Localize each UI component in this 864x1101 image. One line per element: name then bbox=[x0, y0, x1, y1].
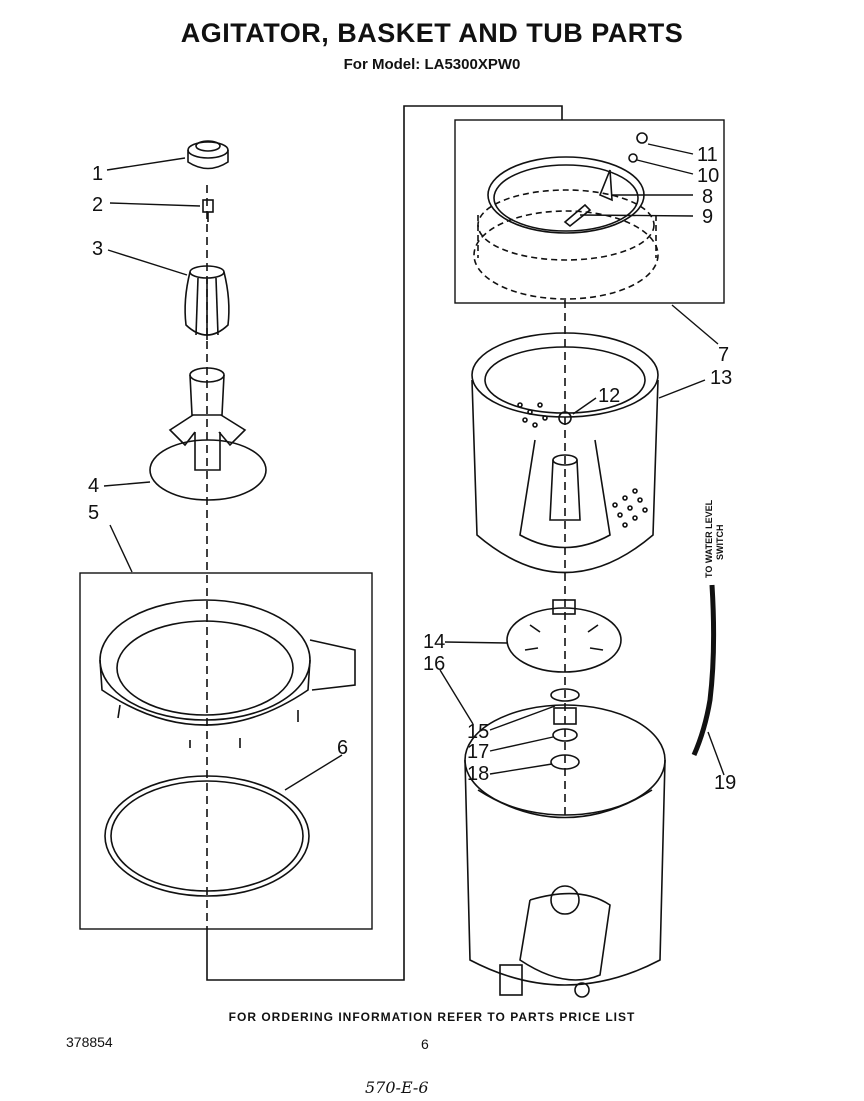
wash-basket-part bbox=[471, 332, 659, 574]
model-subtitle: For Model: LA5300XPW0 bbox=[343, 56, 521, 73]
side-label-line1: TO WATER LEVEL bbox=[704, 499, 714, 578]
callout-3: 3 bbox=[92, 238, 103, 260]
agitator-base-part bbox=[149, 367, 267, 501]
callout-17: 17 bbox=[467, 741, 489, 763]
handwritten-note: 570-E-6 bbox=[365, 1078, 429, 1097]
callout-9: 9 bbox=[702, 206, 713, 228]
callout-10: 10 bbox=[697, 165, 719, 187]
callout-7: 7 bbox=[718, 344, 729, 366]
tub-ring-part bbox=[99, 599, 356, 748]
hub-components bbox=[550, 688, 580, 770]
callout-18: 18 bbox=[467, 763, 489, 785]
callout-6: 6 bbox=[337, 737, 348, 759]
callout-1: 1 bbox=[92, 163, 103, 185]
callout-19: 19 bbox=[714, 772, 736, 794]
tub-ring-group-box bbox=[79, 572, 373, 930]
callout-12: 12 bbox=[598, 385, 620, 407]
leader-lines bbox=[103, 143, 725, 791]
tub-gasket-part bbox=[104, 775, 310, 897]
callout-16: 16 bbox=[423, 653, 445, 675]
callout-5: 5 bbox=[88, 502, 99, 524]
callout-8: 8 bbox=[702, 186, 713, 208]
routing-line bbox=[206, 105, 563, 981]
callout-15: 15 bbox=[467, 721, 489, 743]
outer-tub-part bbox=[464, 704, 666, 998]
callout-13: 13 bbox=[710, 367, 732, 389]
water-level-switch-label: TO WATER LEVEL SWITCH bbox=[704, 499, 725, 578]
water-level-hose-part bbox=[691, 584, 717, 757]
ordering-info-note: FOR ORDERING INFORMATION REFER TO PARTS … bbox=[228, 1010, 636, 1024]
agitator-cap-part bbox=[187, 140, 229, 170]
fastener-parts bbox=[563, 132, 648, 228]
page-title: AGITATOR, BASKET AND TUB PARTS bbox=[180, 18, 684, 48]
drive-block-part bbox=[506, 599, 622, 673]
callout-14: 14 bbox=[423, 631, 445, 653]
callout-11: 11 bbox=[697, 144, 718, 166]
tub-cover-part bbox=[473, 156, 659, 300]
agitator-barrel-part bbox=[184, 265, 230, 340]
callout-2: 2 bbox=[92, 194, 103, 216]
bolt-part bbox=[202, 199, 214, 222]
side-label-line2: SWITCH bbox=[715, 525, 725, 561]
tub-cover-group-box bbox=[454, 119, 725, 304]
page-number: 6 bbox=[421, 1036, 429, 1052]
document-number: 378854 bbox=[66, 1034, 113, 1050]
callout-4: 4 bbox=[88, 475, 99, 497]
